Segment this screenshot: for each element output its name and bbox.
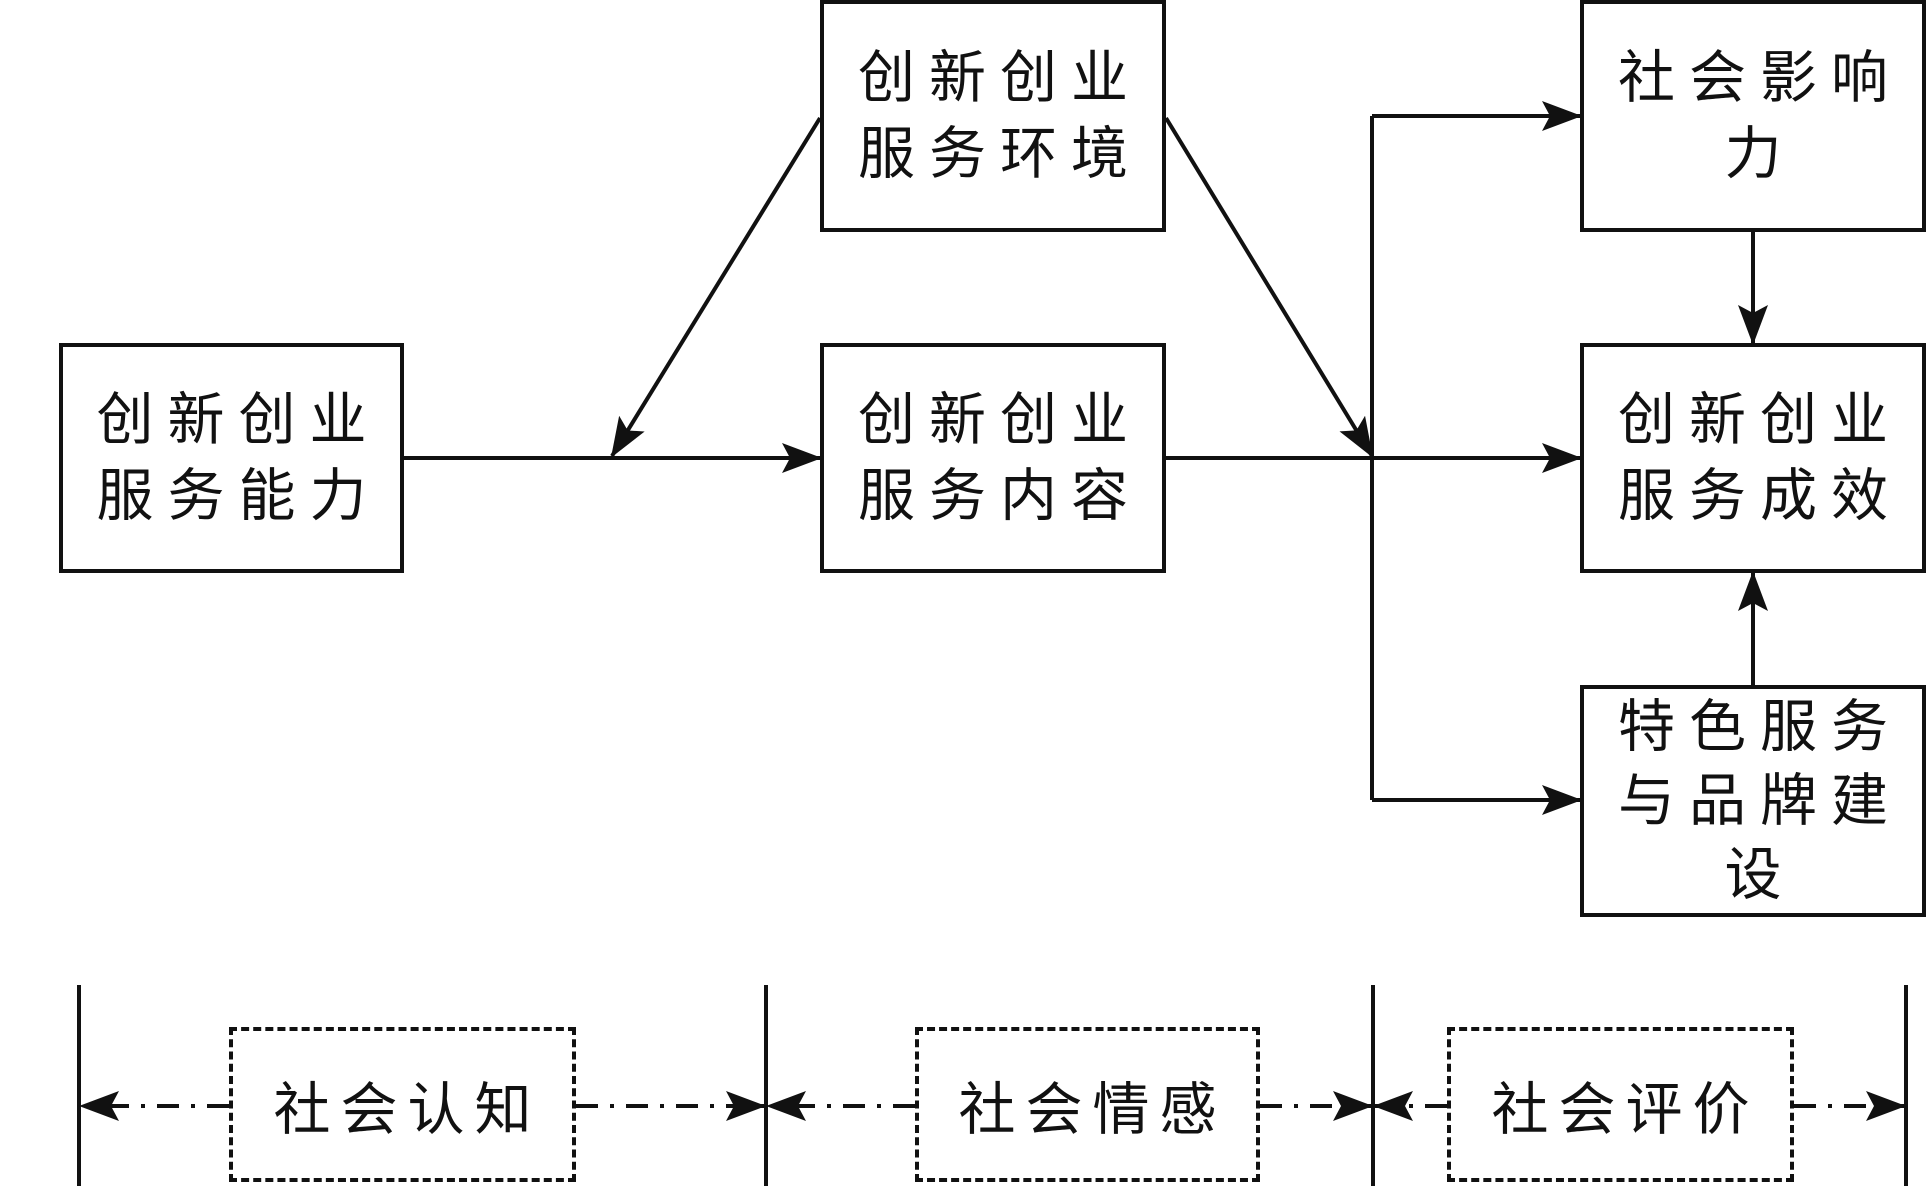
stage-social-evaluation: 社会评价 — [1447, 1027, 1794, 1182]
node-service-results: 创新创业 服务成效 — [1580, 343, 1926, 573]
node-service-environment: 创新创业 服务环境 — [820, 0, 1166, 232]
node-label-line: 力 — [1724, 121, 1796, 187]
stage-social-cognition: 社会认知 — [229, 1027, 576, 1182]
node-label-line: 创新创业 — [1618, 387, 1902, 453]
node-label-line: 特色服务 — [1618, 694, 1902, 760]
node-label-line: 服务内容 — [858, 463, 1142, 529]
node-label-line: 创新创业 — [96, 387, 381, 453]
node-label-line: 服务能力 — [96, 463, 381, 529]
stage-label: 社会情感 — [958, 1076, 1227, 1143]
stage-social-emotion: 社会情感 — [915, 1027, 1260, 1182]
stage-label: 社会认知 — [273, 1076, 542, 1143]
edge-environment-junction — [1164, 116, 1374, 458]
node-social-influence: 社会影响 力 — [1580, 0, 1926, 232]
node-label-line: 社会影响 — [1618, 45, 1902, 111]
edge-environment-capacity-line — [610, 116, 822, 458]
node-service-content: 创新创业 服务内容 — [820, 343, 1166, 573]
node-featured-service-brand: 特色服务 与品牌建 设 — [1580, 685, 1926, 917]
node-service-capacity: 创新创业 服务能力 — [59, 343, 404, 573]
node-label-line: 服务环境 — [858, 121, 1142, 187]
node-label-line: 设 — [1724, 842, 1796, 908]
node-label-line: 创新创业 — [858, 45, 1142, 111]
node-label-line: 创新创业 — [858, 387, 1142, 453]
node-label-line: 服务成效 — [1618, 463, 1902, 529]
node-label-line: 与品牌建 — [1618, 768, 1902, 834]
stage-label: 社会评价 — [1491, 1076, 1760, 1143]
